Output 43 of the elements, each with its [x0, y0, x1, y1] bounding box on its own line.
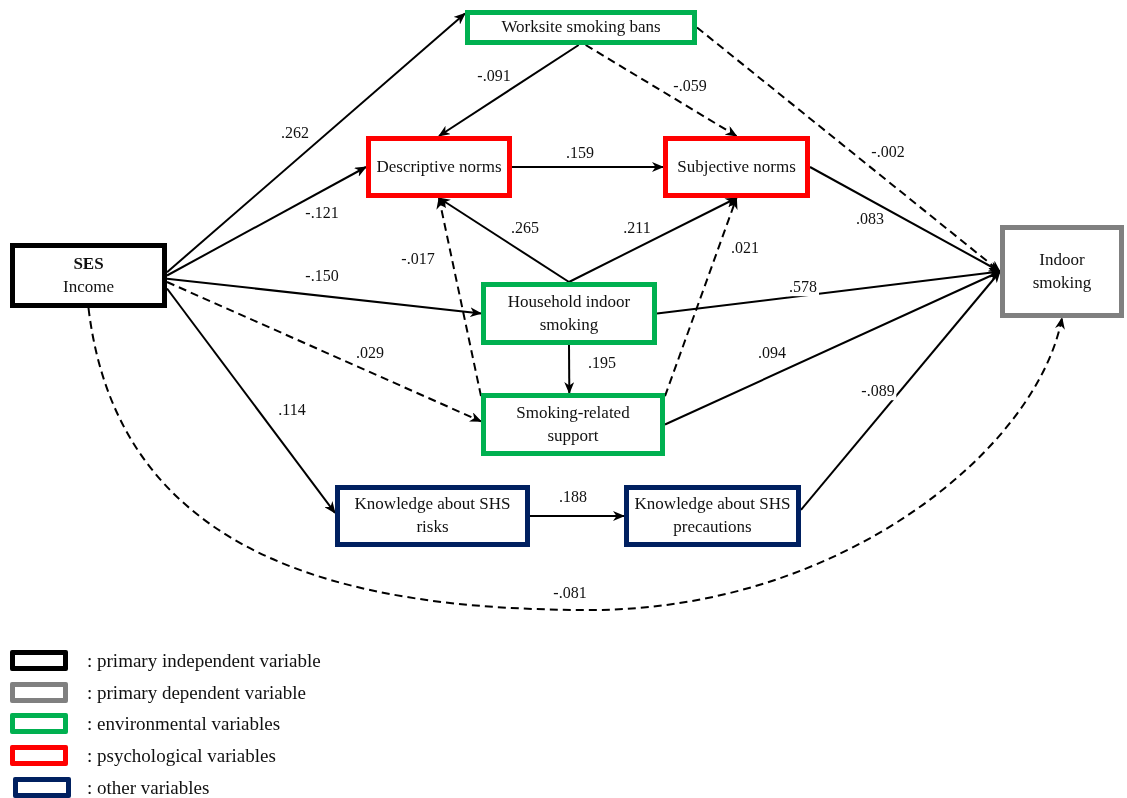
node-label: Knowledge about SHS precautions — [633, 493, 792, 538]
arrow — [166, 287, 336, 514]
variable-box — [663, 136, 810, 198]
arrow — [511, 162, 664, 172]
variable-box — [481, 282, 657, 345]
arrow — [664, 197, 738, 398]
arrow — [568, 197, 738, 283]
node-label: Household indoor smoking — [506, 290, 632, 336]
arrow — [166, 277, 482, 318]
arrow — [800, 270, 1001, 511]
node-label: Indoor smoking — [1031, 248, 1093, 294]
node-label: Descriptive norms — [376, 155, 502, 178]
variable-box — [10, 243, 167, 308]
variable-box — [481, 393, 665, 456]
node-label: Subjective norms — [677, 155, 796, 178]
variable-box — [1000, 225, 1124, 318]
arrow — [166, 166, 367, 277]
arrow — [809, 166, 1001, 273]
legend-label: : primary dependent variable — [87, 682, 306, 702]
arrow — [436, 197, 482, 398]
legend-label: : environmental variables — [87, 714, 281, 733]
arrow — [438, 44, 580, 137]
arrow — [166, 281, 482, 423]
node-label: Worksite smoking bans — [501, 16, 661, 39]
arrow — [584, 44, 738, 137]
arrow — [87, 307, 1064, 611]
node-heading: SES — [73, 252, 104, 275]
node-label: Income — [63, 275, 114, 298]
legend-label: : psychological variables — [87, 745, 276, 765]
arrow — [166, 12, 466, 274]
node-label: Knowledge about SHS risks — [353, 493, 512, 538]
node-label: Smoking-related support — [515, 401, 631, 447]
path-coefficient: .578 — [787, 278, 819, 296]
legend-label: : other variables — [87, 778, 210, 797]
arrow — [438, 197, 570, 283]
variable-box — [624, 485, 801, 547]
arrow — [529, 511, 625, 521]
legend-label: : primary independent variable — [87, 651, 321, 670]
arrow — [564, 344, 575, 394]
variable-box — [366, 136, 512, 198]
path-coefficient: -.089 — [859, 382, 897, 400]
variable-box — [335, 485, 530, 547]
variable-box — [465, 10, 697, 45]
